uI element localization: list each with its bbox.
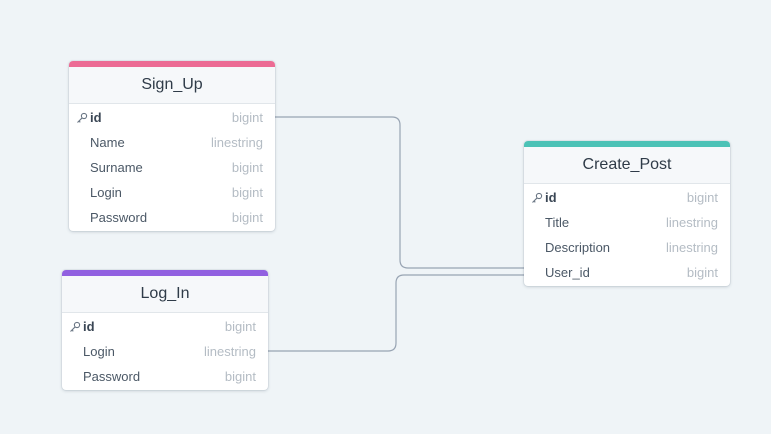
column-type: linestring [665,240,718,255]
column-type: bigint [231,160,263,175]
table-header[interactable]: Sign_Up [69,61,275,104]
column-row-user-id[interactable]: User_id bigint [524,260,730,285]
column-name: User_id [545,265,590,280]
column-name: Password [90,210,148,225]
table-create-post[interactable]: Create_Post id bigint Title linestring D… [524,141,730,286]
column-type: bigint [231,110,263,125]
column-row-description[interactable]: Description linestring [524,235,730,260]
column-type: linestring [203,344,256,359]
column-type: bigint [231,185,263,200]
table-header[interactable]: Log_In [62,270,268,313]
column-name: id [83,319,95,334]
column-type: bigint [686,190,718,205]
column-name: id [90,110,102,125]
column-row-surname[interactable]: Surname bigint [69,155,275,180]
column-name: Password [83,369,141,384]
column-row-password[interactable]: Password bigint [62,364,268,389]
relationship-login-login-to-post-user-id[interactable] [268,274,524,352]
column-name: Title [545,215,570,230]
column-type: bigint [686,265,718,280]
column-row-id[interactable]: id bigint [62,314,268,339]
table-title: Log_In [140,285,190,302]
column-row-login[interactable]: Login bigint [69,180,275,205]
column-type: linestring [665,215,718,230]
column-name: Login [90,185,122,200]
table-title: Sign_Up [141,76,203,93]
relationship-signup-id-to-post-user-id[interactable] [275,116,524,269]
key-icon [70,321,81,332]
table-header[interactable]: Create_Post [524,141,730,184]
key-icon [77,112,88,123]
table-log-in[interactable]: Log_In id bigint Login linestring Passwo… [62,270,268,390]
column-name: Login [83,344,115,359]
column-type: bigint [231,210,263,225]
column-row-title[interactable]: Title linestring [524,210,730,235]
column-name: Description [545,240,611,255]
column-type: bigint [224,369,256,384]
column-type: bigint [224,319,256,334]
column-row-password[interactable]: Password bigint [69,205,275,230]
column-row-id[interactable]: id bigint [69,105,275,130]
column-name: id [545,190,557,205]
table-sign-up[interactable]: Sign_Up id bigint Name linestring Surnam… [69,61,275,231]
column-row-name[interactable]: Name linestring [69,130,275,155]
column-type: linestring [210,135,263,150]
key-icon [532,192,543,203]
column-name: Surname [90,160,143,175]
column-row-id[interactable]: id bigint [524,185,730,210]
table-title: Create_Post [582,156,672,173]
column-name: Name [90,135,125,150]
column-row-login[interactable]: Login linestring [62,339,268,364]
